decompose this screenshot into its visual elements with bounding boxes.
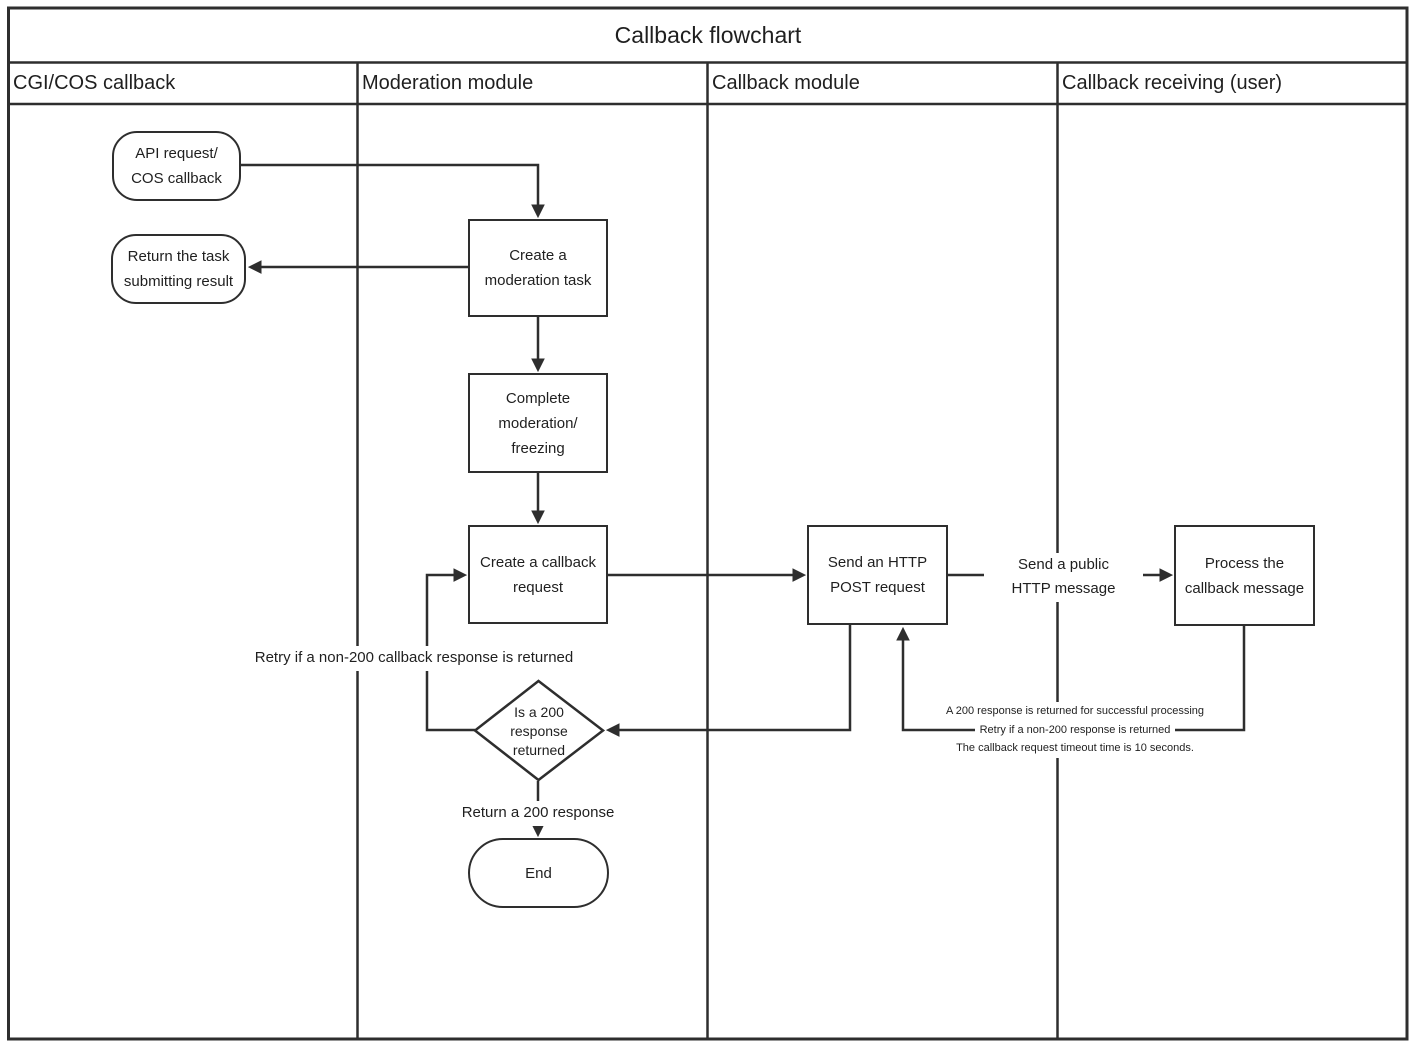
node-return-task-result: Return the task submitting result	[111, 234, 246, 304]
edge-label-retry-loop-text: Retry if a non-200 callback response is …	[250, 646, 578, 671]
annotation-line: A 200 response is returned for successfu…	[940, 702, 1210, 721]
node-send-http-post-label: Send an HTTP POST request	[827, 554, 928, 596]
edge-label-return-200: Return a 200 response	[438, 801, 638, 826]
node-process-callback-message-label: Process the callback message	[1184, 554, 1305, 597]
node-complete-moderation: Complete moderation/ freezing	[468, 373, 608, 473]
lane-header-callback-module: Callback module	[712, 72, 860, 94]
node-api-request-label: API request/ COS callback	[131, 145, 222, 187]
node-decision-200: Is a 200 response returned	[477, 694, 601, 768]
node-end: End	[468, 838, 609, 908]
chart-title: Callback flowchart	[614, 21, 802, 48]
node-create-callback-request-label: Create a callback request	[480, 553, 596, 596]
node-return-task-result-label: Return the task submitting result	[123, 248, 234, 290]
outer-border	[7, 6, 1409, 1041]
lane-header-callback-receiving: Callback receiving (user)	[1062, 72, 1283, 94]
annotation-line: The callback request timeout time is 10 …	[951, 739, 1199, 758]
node-complete-moderation-label: Complete moderation/ freezing	[498, 389, 578, 457]
annotation-block: A 200 response is returned for successfu…	[915, 702, 1235, 758]
node-decision-diamond-shape	[472, 679, 606, 782]
edge-label-send-public: Send a public HTTP message	[1000, 552, 1127, 602]
edge-label-send-public-text: Send a public HTTP message	[1007, 552, 1120, 602]
edge-label-return-200-text: Return a 200 response	[457, 801, 619, 826]
lane-header-moderation-module: Moderation module	[362, 72, 534, 94]
node-create-callback-request: Create a callback request	[468, 525, 608, 624]
node-create-moderation-task: Create a moderation task	[468, 219, 608, 317]
node-create-moderation-task-label: Create a moderation task	[484, 247, 592, 289]
node-decision-200-label: Is a 200 response returned	[510, 703, 568, 758]
node-end-label: End	[525, 864, 552, 882]
annotation-line: Retry if a non-200 response is returned	[974, 720, 1176, 740]
node-process-callback-message: Process the callback message	[1174, 525, 1315, 626]
lane-header-cgi-cos-callback: CGI/COS callback	[13, 72, 176, 94]
node-send-http-post: Send an HTTP POST request	[807, 525, 948, 625]
edge-label-retry-loop: Retry if a non-200 callback response is …	[225, 646, 603, 671]
edge-post-to-decision	[605, 625, 852, 737]
node-api-request: API request/ COS callback	[112, 131, 241, 201]
edge-api-to-create-task	[240, 163, 545, 219]
